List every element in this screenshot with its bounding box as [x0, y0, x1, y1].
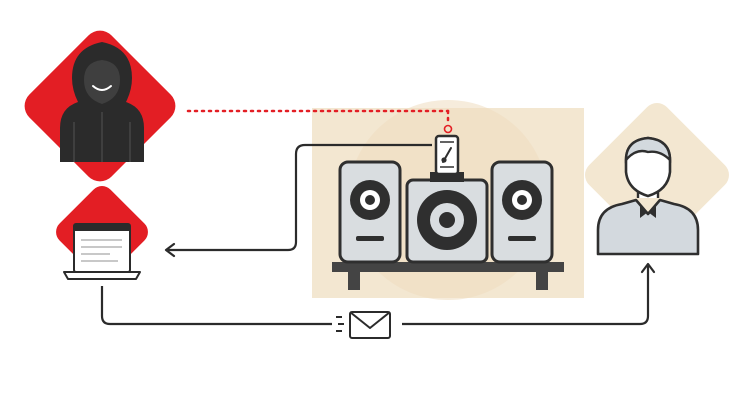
laptop-browser-icon [64, 224, 140, 279]
stereo-speaker-dock-icon [332, 162, 564, 290]
envelope-icon [336, 312, 390, 338]
smartphone-guitar-icon [436, 136, 458, 174]
